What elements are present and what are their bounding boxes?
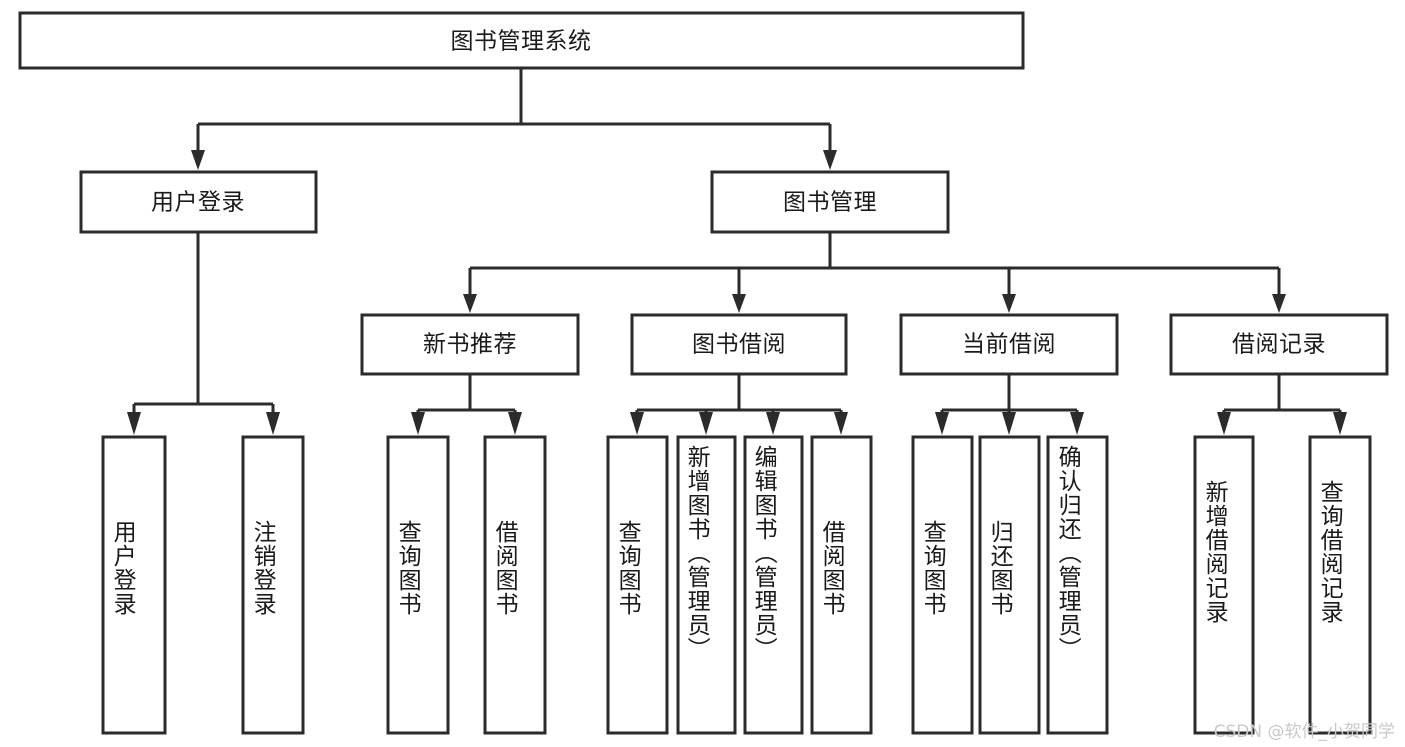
arrowhead-userlogin-to-leaf1: [127, 412, 141, 435]
arrowhead-newbook-to-leaf1: [411, 412, 425, 435]
node-user-login[interactable]: 用户登录: [79, 170, 318, 234]
leaf-box-add-borrow-record[interactable]: [1193, 435, 1255, 735]
arrowhead-borrow-to-leaf2: [699, 412, 713, 435]
node-book-borrow-label: 图书借阅: [692, 332, 786, 358]
leaf-box-layer: [101, 435, 1372, 735]
node-book-management[interactable]: 图书管理: [710, 170, 950, 234]
leaf-box-query-books-newbook[interactable]: [386, 435, 450, 735]
arrowhead-current-to-leaf2: [1002, 412, 1016, 435]
arrowhead-borrow-to-leaf1: [630, 412, 644, 435]
leaf-box-logout[interactable]: [241, 435, 305, 735]
node-root-box[interactable]: [18, 11, 1025, 70]
node-book-borrow-box[interactable]: [630, 313, 848, 376]
arrowhead-borrow-to-leaf4: [834, 412, 848, 435]
leaf-box-query-books-current[interactable]: [911, 435, 974, 735]
node-new-book-recommend[interactable]: 新书推荐: [360, 313, 580, 376]
arrowhead-bookmgmt-to-borrow: [732, 294, 746, 313]
arrowhead-userlogin-to-leaf2: [266, 412, 280, 435]
leaf-box-add-book-admin[interactable]: [676, 435, 737, 735]
node-user-login-label: 用户登录: [151, 190, 245, 216]
connector-layer: [127, 68, 1347, 435]
leaf-box-confirm-return-admin[interactable]: [1046, 435, 1109, 735]
leaf-box-borrow-books-newbook[interactable]: [483, 435, 547, 735]
arrowhead-records-to-leaf1: [1217, 412, 1231, 435]
node-book-borrow[interactable]: 图书借阅: [630, 313, 848, 376]
arrowhead-current-to-leaf1: [935, 412, 949, 435]
node-current-borrow[interactable]: 当前借阅: [899, 313, 1119, 376]
arrowhead-borrow-to-leaf3: [766, 412, 780, 435]
leaf-box-user-login[interactable]: [101, 435, 167, 735]
node-user-login-box[interactable]: [79, 170, 318, 234]
node-root[interactable]: 图书管理系统: [18, 11, 1025, 70]
node-current-borrow-box[interactable]: [899, 313, 1119, 376]
arrowhead-newbook-to-leaf2: [508, 412, 522, 435]
node-root-label: 图书管理系统: [451, 29, 592, 55]
arrowhead-root-to-book-mgmt: [823, 150, 837, 170]
node-current-borrow-label: 当前借阅: [962, 332, 1056, 358]
arrowhead-records-to-leaf2: [1333, 412, 1347, 435]
arrowhead-bookmgmt-to-newbook: [463, 294, 477, 313]
arrowhead-root-to-user-login: [191, 150, 205, 170]
leaf-box-edit-book-admin[interactable]: [743, 435, 804, 735]
node-borrow-records[interactable]: 借阅记录: [1169, 313, 1389, 376]
leaf-box-query-borrow-record[interactable]: [1308, 435, 1372, 735]
arrowhead-bookmgmt-to-current: [1002, 294, 1016, 313]
csdn-watermark: CSDN @软件_小贺同学: [1213, 722, 1395, 742]
node-book-management-box[interactable]: [710, 170, 950, 234]
leaf-box-return-books[interactable]: [978, 435, 1041, 735]
node-borrow-records-label: 借阅记录: [1232, 332, 1326, 358]
leaf-box-query-books-borrow[interactable]: [606, 435, 669, 735]
arrowhead-bookmgmt-to-records: [1272, 294, 1286, 313]
node-book-management-label: 图书管理: [783, 190, 877, 216]
node-new-book-recommend-label: 新书推荐: [423, 332, 517, 358]
node-borrow-records-box[interactable]: [1169, 313, 1389, 376]
node-new-book-recommend-box[interactable]: [360, 313, 580, 376]
arrowhead-current-to-leaf3: [1070, 412, 1084, 435]
leaf-box-borrow-books[interactable]: [810, 435, 873, 735]
